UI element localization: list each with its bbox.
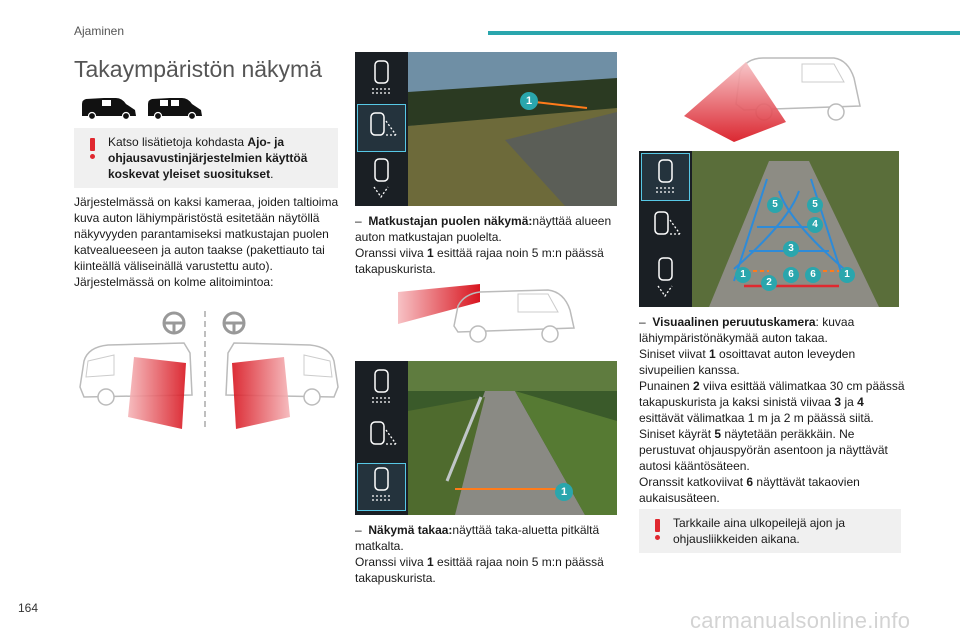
coverage-zone-left [128, 357, 186, 429]
reversing-callout-1-right: 1 [839, 267, 855, 283]
passenger-view-scene [408, 52, 617, 206]
rear-view-mode-icon [357, 363, 406, 411]
passenger-view-mode-icon [357, 413, 406, 461]
warning-note-info: Katso lisätietoja kohdasta Ajo- ja ohjau… [74, 128, 338, 188]
passenger-view-label: Matkustajan puolen näkymä: [368, 214, 533, 228]
steering-wheel-icon-right [222, 311, 246, 335]
reversing-camera-coverage-diagram [684, 52, 864, 144]
section-label: Ajaminen [74, 24, 125, 38]
reversing-callout-1-left: 1 [735, 267, 751, 283]
passenger-callout-1: 1 [520, 92, 538, 110]
van-left-outline [79, 342, 193, 406]
rear-long-view-mode-icon [641, 253, 690, 301]
note1-text: Katso lisätietoja kohdasta [108, 135, 248, 149]
van-type-icons [80, 94, 210, 125]
reversing-camera-view: 5 5 4 3 1 2 6 6 1 [639, 151, 899, 307]
coverage-diagram [79, 311, 339, 429]
rear-view-label: Näkymä takaa: [368, 523, 453, 537]
coverage-zone-right [232, 357, 290, 429]
van-silhouette-icons [82, 98, 202, 121]
dash: – [355, 214, 362, 228]
passenger-view-description: – Matkustajan puolen näkymä:näyttää alue… [355, 214, 612, 276]
reversing-callout-6-left: 6 [783, 267, 799, 283]
intro-text: Järjestelmässä on kaksi kameraa, joiden … [74, 194, 344, 290]
steering-wheel-icon-left [162, 311, 186, 335]
reversing-callout-4: 4 [807, 217, 823, 233]
reversing-mode-icon [641, 153, 690, 201]
note1-bold: Ajo- ja ohjausavustinjärjestelmien käytt… [108, 135, 308, 181]
rear-camera-view: 1 [355, 361, 617, 515]
reversing-camera-label: Visuaalinen peruutuskamera [652, 315, 816, 329]
rear-view-text: näyttää taka-aluetta pitkältä matkalta. [355, 523, 600, 553]
passenger-view-mode-icon [641, 203, 690, 251]
rear-view-coverage-diagram [398, 282, 578, 352]
reversing-camera-description: – Visuaalinen peruutuskamera: kuvaa lähi… [639, 315, 905, 505]
note2-text: Tarkkaile aina ulkopeilejä ajon ja ohjau… [673, 516, 846, 546]
exclamation-icon [655, 519, 661, 540]
van-icon-2 [148, 98, 202, 121]
intro-paragraph: Järjestelmässä on kaksi kameraa, joiden … [74, 195, 339, 273]
rear-view-mode-icon [357, 54, 406, 102]
rear-callout-1: 1 [555, 483, 573, 501]
exclamation-icon [90, 138, 96, 159]
reversing-callout-5-left: 5 [767, 197, 783, 213]
rear-view-description: – Näkymä takaa:näyttää taka-aluetta pitk… [355, 523, 604, 585]
watermark-text: carmanualsonline.info [690, 608, 911, 633]
van-icon-1 [82, 98, 136, 121]
page-title: Takaympäristön näkymä [74, 56, 322, 82]
page-number: 164 [18, 601, 39, 615]
reversing-callout-5-right: 5 [807, 197, 823, 213]
rear-long-view-mode-icon [357, 463, 406, 511]
note1-end: . [270, 167, 274, 181]
reversing-camera-mode-icon [357, 154, 406, 202]
rear-view-scene [408, 361, 617, 515]
warning-note-mirrors: Tarkkaile aina ulkopeilejä ajon ja ohjau… [639, 509, 901, 553]
van-right-outline [225, 342, 339, 406]
passenger-side-camera-view: 1 [355, 52, 617, 206]
reversing-callout-2: 2 [761, 275, 777, 291]
passenger-view-text: näyttää alueen auton matkustajan puolelt… [355, 214, 612, 244]
header-accent-bar [488, 31, 960, 35]
passenger-view-mode-icon [357, 104, 406, 152]
reversing-callout-6-right: 6 [805, 267, 821, 283]
camera-coverage-illustration [74, 305, 344, 435]
reversing-callout-3: 3 [783, 241, 799, 257]
intro-modes-line: Järjestelmässä on kolme alitoimintoa: [74, 275, 274, 289]
